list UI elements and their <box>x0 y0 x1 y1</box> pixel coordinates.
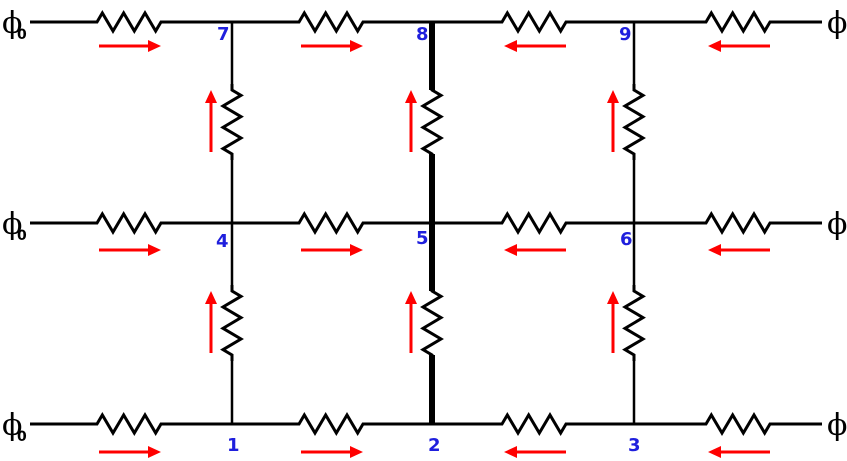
current-arrows <box>99 40 770 458</box>
node-label-1: 1 <box>227 435 240 456</box>
node-label-2: 2 <box>428 435 441 456</box>
phi-subscript: 0 <box>17 228 27 244</box>
node-label-7: 7 <box>217 24 230 45</box>
resistor-h-middle-4 <box>698 211 778 235</box>
node-label-8: 8 <box>416 24 429 45</box>
current-arrow-h-bottom-3 <box>504 446 566 458</box>
current-arrow-v-lower-col-1 <box>205 291 217 353</box>
current-arrow-h-middle-4 <box>708 244 770 256</box>
node-label-6: 6 <box>620 229 633 250</box>
current-arrow-h-middle-1 <box>99 244 161 256</box>
current-arrow-v-upper-col-1 <box>205 90 217 152</box>
phi-symbol: ϕ <box>2 207 22 242</box>
resistor-h-middle-1 <box>89 211 169 235</box>
resistors <box>89 10 778 436</box>
current-arrow-h-bottom-4 <box>708 446 770 458</box>
right-terminal-top: ϕ <box>827 6 847 41</box>
resistor-v-upper-col-2 <box>420 84 444 160</box>
resistor-v-upper-col-3 <box>622 84 646 160</box>
resistor-h-top-2 <box>291 10 371 34</box>
current-arrow-h-middle-3 <box>504 244 566 256</box>
phi-symbol: ϕ <box>2 408 22 443</box>
left-terminal-bottom: ϕ 0 <box>2 408 27 445</box>
resistor-h-bottom-1 <box>89 412 169 436</box>
node-labels: 1 2 3 4 5 6 7 8 9 <box>216 24 641 456</box>
node-label-3: 3 <box>628 435 641 456</box>
phi-subscript: 0 <box>17 27 27 43</box>
current-arrow-h-bottom-1 <box>99 446 161 458</box>
resistor-h-middle-3 <box>494 211 574 235</box>
current-arrow-h-middle-2 <box>301 244 363 256</box>
phi-symbol: ϕ <box>2 6 22 41</box>
resistor-v-lower-col-3 <box>622 285 646 361</box>
phi-subscript: 0 <box>17 429 27 445</box>
current-arrow-h-bottom-2 <box>301 446 363 458</box>
current-arrow-h-top-4 <box>708 40 770 52</box>
resistor-v-upper-col-1 <box>220 84 244 160</box>
current-arrow-v-upper-col-3 <box>607 90 619 152</box>
resistor-v-lower-col-2 <box>420 285 444 361</box>
right-terminal-middle: ϕ <box>827 207 847 242</box>
node-label-9: 9 <box>619 24 632 45</box>
current-arrow-h-top-3 <box>504 40 566 52</box>
resistor-h-top-3 <box>494 10 574 34</box>
node-label-4: 4 <box>216 231 229 252</box>
right-terminal-bottom: ϕ <box>827 408 847 443</box>
resistor-h-bottom-3 <box>494 412 574 436</box>
current-arrow-h-top-1 <box>99 40 161 52</box>
current-arrow-v-lower-col-2 <box>405 291 417 353</box>
current-arrow-h-top-2 <box>301 40 363 52</box>
left-terminal-top: ϕ 0 <box>2 6 27 43</box>
resistor-h-top-1 <box>89 10 169 34</box>
current-arrow-v-lower-col-3 <box>607 291 619 353</box>
current-arrow-v-upper-col-2 <box>405 90 417 152</box>
resistor-h-bottom-4 <box>698 412 778 436</box>
resistor-h-middle-2 <box>291 211 371 235</box>
resistor-h-top-4 <box>698 10 778 34</box>
resistor-h-bottom-2 <box>291 412 371 436</box>
node-label-5: 5 <box>416 228 429 249</box>
resistor-v-lower-col-1 <box>220 285 244 361</box>
left-terminal-middle: ϕ 0 <box>2 207 27 244</box>
